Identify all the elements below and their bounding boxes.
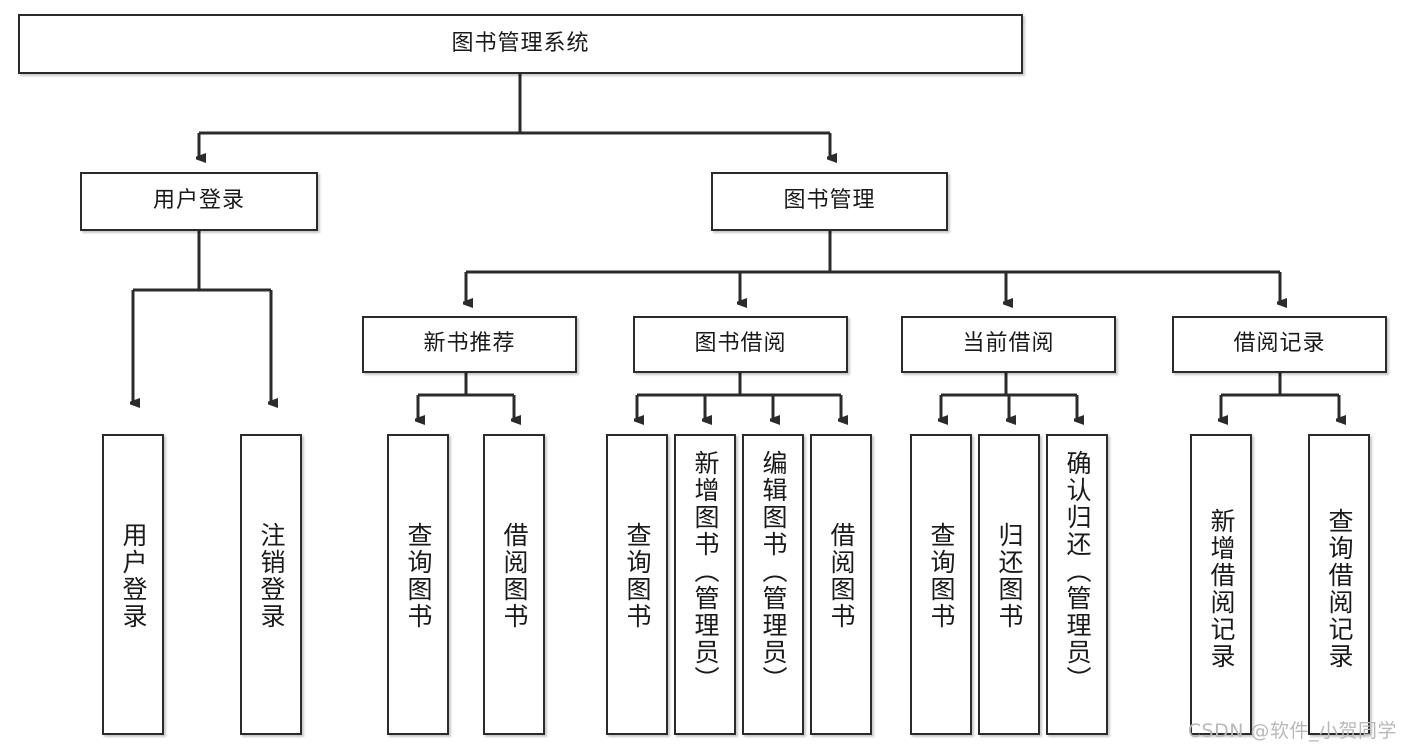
leaf-borrow-record-1[interactable]: 查询借阅记录 xyxy=(1308,434,1370,735)
leaf-book-borrow-3[interactable]: 借阅图书 xyxy=(810,434,872,735)
leaf-current-borrow-0[interactable]: 查询图书 xyxy=(910,434,972,735)
leaf-new-book-1-label: 借阅图书 xyxy=(500,522,529,630)
leaf-user-login-0[interactable]: 用户登录 xyxy=(102,434,164,735)
node-current-borrow-label: 当前借阅 xyxy=(962,331,1055,357)
node-borrow-record-label: 借阅记录 xyxy=(1233,331,1326,357)
leaf-borrow-record-0-label: 新增借阅记录 xyxy=(1207,508,1236,670)
node-new-book-recommend[interactable]: 新书推荐 xyxy=(362,316,577,373)
node-book-borrow[interactable]: 图书借阅 xyxy=(633,316,848,373)
node-user-login-label: 用户登录 xyxy=(152,188,245,214)
node-current-borrow[interactable]: 当前借阅 xyxy=(901,316,1116,373)
leaf-new-book-1[interactable]: 借阅图书 xyxy=(483,434,545,735)
leaf-borrow-record-0[interactable]: 新增借阅记录 xyxy=(1190,434,1252,735)
leaf-current-borrow-2[interactable]: 确认归还（管理员） xyxy=(1046,434,1108,735)
leaf-book-borrow-1-label: 新增图书（管理员） xyxy=(691,450,720,693)
leaf-book-borrow-1[interactable]: 新增图书（管理员） xyxy=(674,434,736,735)
node-book-manage[interactable]: 图书管理 xyxy=(711,172,948,231)
leaf-borrow-record-1-label: 查询借阅记录 xyxy=(1325,508,1354,670)
leaf-book-borrow-0[interactable]: 查询图书 xyxy=(606,434,668,735)
leaf-current-borrow-2-label: 确认归还（管理员） xyxy=(1063,450,1092,693)
leaf-book-borrow-0-label: 查询图书 xyxy=(623,522,652,630)
node-root-label: 图书管理系统 xyxy=(451,30,590,56)
node-book-borrow-label: 图书借阅 xyxy=(694,331,787,357)
leaf-book-borrow-2[interactable]: 编辑图书（管理员） xyxy=(742,434,804,735)
node-new-book-recommend-label: 新书推荐 xyxy=(423,331,516,357)
leaf-user-login-0-label: 用户登录 xyxy=(119,522,148,630)
node-user-login[interactable]: 用户登录 xyxy=(80,172,318,231)
leaf-book-borrow-2-label: 编辑图书（管理员） xyxy=(759,450,788,693)
leaf-new-book-0-label: 查询图书 xyxy=(404,522,433,630)
leaf-user-login-1-label: 注销登录 xyxy=(257,522,286,630)
node-borrow-record[interactable]: 借阅记录 xyxy=(1172,316,1387,373)
node-book-manage-label: 图书管理 xyxy=(783,188,876,214)
leaf-new-book-0[interactable]: 查询图书 xyxy=(387,434,449,735)
leaf-current-borrow-0-label: 查询图书 xyxy=(927,522,956,630)
leaf-current-borrow-1[interactable]: 归还图书 xyxy=(978,434,1040,735)
leaf-current-borrow-1-label: 归还图书 xyxy=(995,522,1024,630)
node-root[interactable]: 图书管理系统 xyxy=(18,14,1023,74)
leaf-book-borrow-3-label: 借阅图书 xyxy=(827,522,856,630)
leaf-user-login-1[interactable]: 注销登录 xyxy=(240,434,302,735)
